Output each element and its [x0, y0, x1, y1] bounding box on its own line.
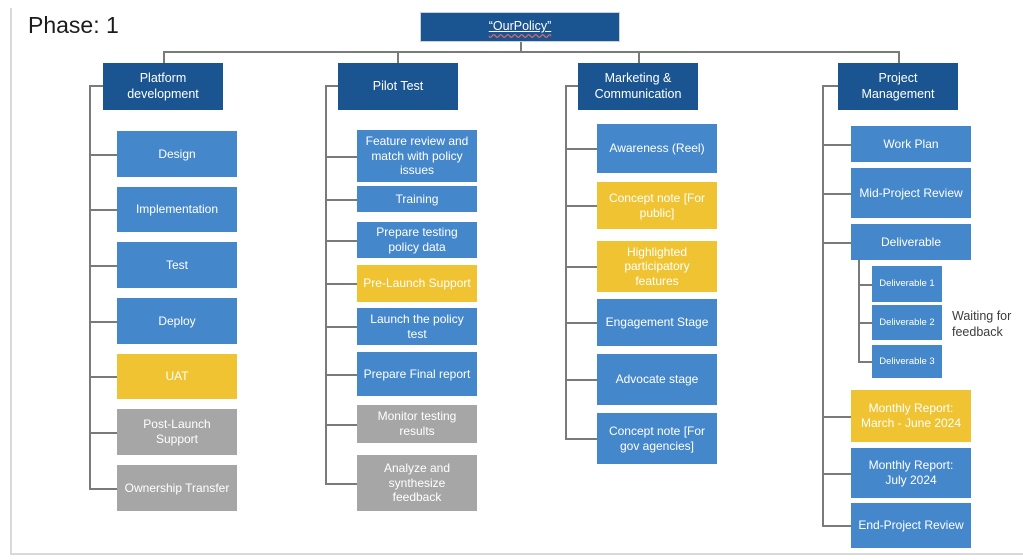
node-prepare-testing-data[interactable]: Prepare testing policy data	[357, 222, 477, 258]
node-pre-launch-support[interactable]: Pre-Launch Support	[357, 265, 477, 302]
connector-line	[638, 51, 640, 63]
node-concept-note-gov[interactable]: Concept note [For gov agencies]	[597, 413, 717, 464]
connector-line	[565, 85, 578, 87]
connector-line	[325, 156, 357, 158]
connector-line	[397, 51, 399, 63]
connector-line	[325, 483, 357, 485]
node-deploy[interactable]: Deploy	[117, 298, 237, 344]
node-deliverable-3[interactable]: Deliverable 3	[872, 345, 942, 378]
node-end-project-review[interactable]: End-Project Review	[851, 503, 971, 548]
connector-line	[858, 361, 872, 363]
node-mid-project-review[interactable]: Mid-Project Review	[851, 168, 971, 218]
node-uat[interactable]: UAT	[117, 354, 237, 399]
connector-line	[858, 322, 872, 324]
node-post-launch-support[interactable]: Post-Launch Support	[117, 409, 237, 455]
node-awareness-reel[interactable]: Awareness (Reel)	[597, 124, 717, 173]
connector-line	[822, 85, 838, 87]
connector-line	[325, 424, 357, 426]
connector-line	[822, 416, 851, 418]
node-feature-review[interactable]: Feature review and match with policy iss…	[357, 130, 477, 182]
node-platform-development[interactable]: Platform development	[103, 63, 223, 110]
connector-line	[89, 85, 91, 488]
connector-line	[89, 209, 117, 211]
node-marketing-communication[interactable]: Marketing & Communication	[578, 63, 698, 110]
connector-line	[325, 283, 357, 285]
connector-line	[325, 374, 357, 376]
node-project-management[interactable]: Project Management	[838, 63, 958, 110]
phase-label[interactable]: Phase: 1	[28, 12, 119, 38]
node-ownership-transfer[interactable]: Ownership Transfer	[117, 465, 237, 511]
connector-line	[565, 322, 597, 324]
node-concept-note-public[interactable]: Concept note [For public]	[597, 182, 717, 229]
connector-line	[163, 51, 898, 53]
connector-line	[822, 525, 851, 527]
node-work-plan[interactable]: Work Plan	[851, 126, 971, 162]
node-monitor-testing-results[interactable]: Monitor testing results	[357, 405, 477, 443]
connector-line	[89, 488, 117, 490]
node-deliverable-2[interactable]: Deliverable 2	[872, 305, 942, 340]
node-pilot-test[interactable]: Pilot Test	[338, 63, 458, 110]
connector-line	[822, 242, 851, 244]
connector-line	[858, 260, 860, 361]
connector-line	[565, 438, 597, 440]
connector-line	[89, 265, 117, 267]
connector-line	[89, 432, 117, 434]
connector-line	[325, 326, 357, 328]
node-engagement-stage[interactable]: Engagement Stage	[597, 299, 717, 346]
connector-line	[822, 85, 824, 525]
connector-line	[822, 473, 851, 475]
connector-line	[325, 240, 357, 242]
node-prepare-final-report[interactable]: Prepare Final report	[357, 352, 477, 396]
node-implementation[interactable]: Implementation	[117, 187, 237, 232]
connector-line	[325, 199, 357, 201]
node-training[interactable]: Training	[357, 186, 477, 212]
node-advocate-stage[interactable]: Advocate stage	[597, 354, 717, 405]
connector-line	[822, 193, 851, 195]
connector-line	[325, 85, 338, 87]
node-deliverable-1[interactable]: Deliverable 1	[872, 266, 942, 302]
connector-line	[520, 42, 522, 51]
connector-line	[565, 379, 597, 381]
node-root-ourpolicy[interactable]: “OurPolicy”	[420, 12, 620, 42]
connector-line	[89, 376, 117, 378]
connector-line	[858, 284, 872, 286]
slide-bottom-edge	[10, 553, 1023, 555]
connector-line	[565, 148, 597, 150]
node-deliverable[interactable]: Deliverable	[851, 224, 971, 260]
node-monthly-report-march-june[interactable]: Monthly Report: March - June 2024	[851, 390, 971, 442]
node-launch-policy-test[interactable]: Launch the policy test	[357, 308, 477, 345]
node-highlighted-features[interactable]: Highlighted participatory features	[597, 241, 717, 292]
waiting-for-feedback-note[interactable]: Waiting for feedback	[952, 309, 1012, 339]
node-design[interactable]: Design	[117, 131, 237, 177]
node-monthly-report-july[interactable]: Monthly Report: July 2024	[851, 448, 971, 498]
node-test[interactable]: Test	[117, 242, 237, 288]
connector-line	[565, 205, 597, 207]
connector-line	[89, 154, 117, 156]
slide-left-edge	[10, 8, 12, 553]
connector-line	[89, 85, 103, 87]
connector-line	[822, 144, 851, 146]
connector-line	[565, 266, 597, 268]
node-analyze-feedback[interactable]: Analyze and synthesize feedback	[357, 455, 477, 511]
connector-line	[89, 321, 117, 323]
root-label: “OurPolicy”	[488, 19, 552, 34]
connector-line	[565, 85, 567, 438]
connector-line	[898, 51, 900, 63]
root-label-underline: “OurPolicy”	[489, 19, 552, 34]
connector-line	[163, 51, 165, 63]
